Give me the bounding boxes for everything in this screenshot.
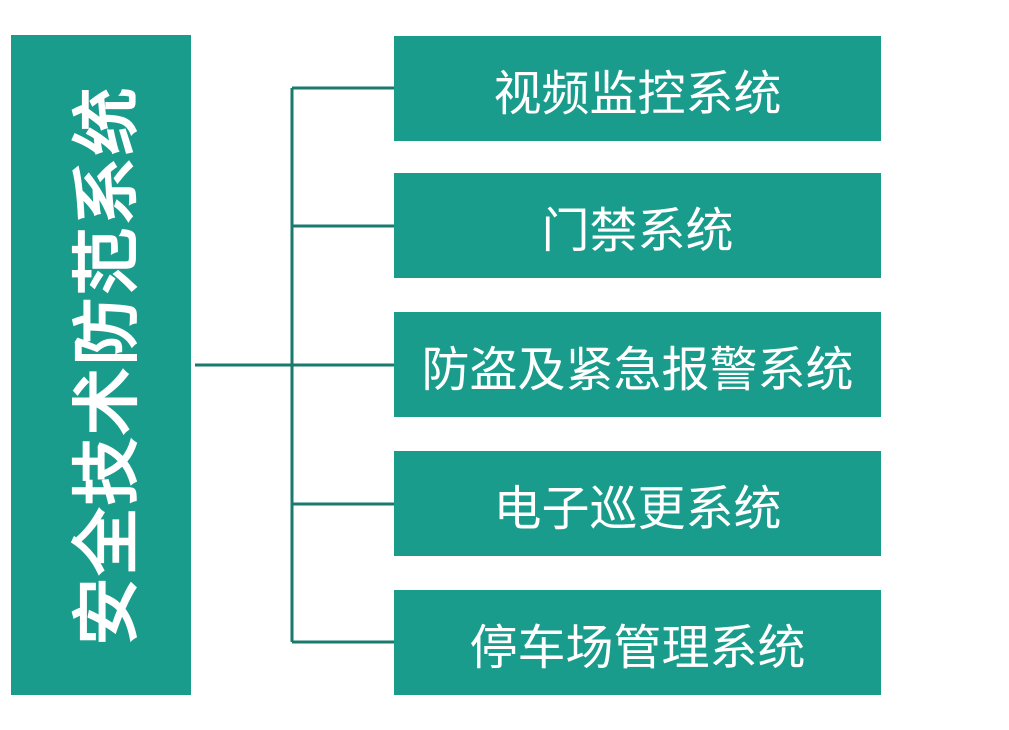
child-node-label: 停车场管理系统 [469,619,806,676]
child-node: 门禁系统 [394,173,881,278]
child-node-label: 防盗及紧急报警系统 [421,341,854,398]
child-node: 停车场管理系统 [394,590,881,695]
child-node-label: 视频监控系统 [493,65,782,122]
root-node: 安全技术防范系统 [11,35,191,695]
child-node: 视频监控系统 [394,36,881,141]
child-node-label: 电子巡更系统 [493,480,782,537]
child-node: 电子巡更系统 [394,451,881,556]
child-node: 防盗及紧急报警系统 [394,312,881,417]
child-node-label: 门禁系统 [541,202,734,259]
